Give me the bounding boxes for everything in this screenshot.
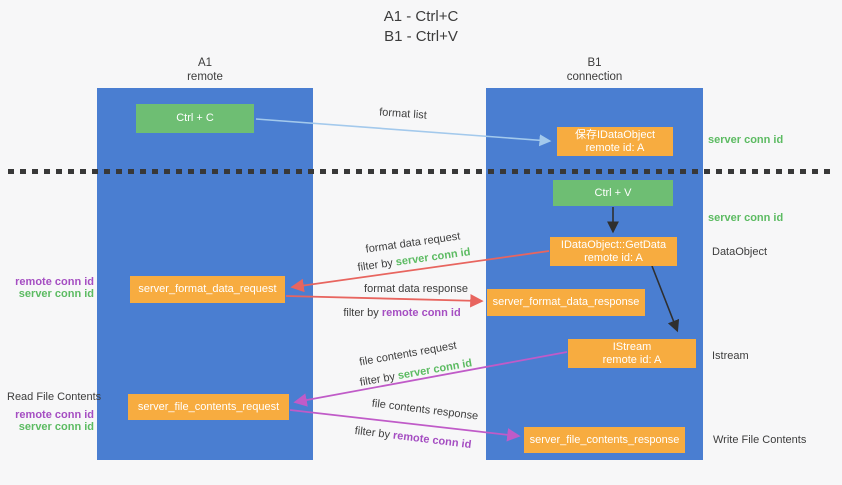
node-server-file-contents-response: server_file_contents_response bbox=[524, 427, 685, 453]
node-idataobject-getdata: IDataObject::GetData remote id: A bbox=[550, 237, 677, 266]
node-server-file-contents-request-label: server_file_contents_request bbox=[137, 400, 280, 413]
node-server-file-contents-response-label: server_file_contents_response bbox=[529, 433, 680, 446]
title-line-1: A1 - Ctrl+C bbox=[383, 8, 459, 25]
filter-by-text: filter by bbox=[356, 257, 394, 274]
left-remote-conn-id-1: remote conn id bbox=[15, 276, 94, 288]
left-remote-conn-id-2: remote conn id bbox=[15, 409, 94, 421]
label-format-data-response: format data response bbox=[364, 283, 468, 295]
filter-by-text: filter by bbox=[358, 370, 396, 389]
right-dataobject: DataObject bbox=[712, 246, 768, 258]
server-conn-id-text: server conn id bbox=[396, 357, 474, 383]
node-ctrl-v-label: Ctrl + V bbox=[594, 186, 632, 199]
left-server-conn-id-1: server conn id bbox=[18, 288, 94, 300]
section-divider bbox=[8, 169, 834, 174]
label-filter-by-remote-conn-id-1: filter by remote conn id bbox=[343, 307, 460, 319]
node-save-idataobject-line2: remote id: A bbox=[585, 141, 645, 154]
label-filter-by-remote-conn-id-2: filter by remote conn id bbox=[354, 425, 472, 451]
filter-by-text: filter by bbox=[354, 424, 391, 442]
right-server-conn-id-1: server conn id bbox=[708, 134, 784, 146]
node-getdata-line2: remote id: A bbox=[584, 251, 643, 264]
node-istream: IStream remote id: A bbox=[568, 339, 696, 368]
node-istream-line1: IStream bbox=[612, 340, 652, 353]
remote-conn-id-text: remote conn id bbox=[392, 429, 472, 452]
node-ctrl-c-label: Ctrl + C bbox=[176, 112, 214, 124]
node-ctrl-c: Ctrl + C bbox=[136, 104, 254, 133]
node-save-idataobject-line1: 保存IDataObject bbox=[574, 128, 656, 141]
node-ctrl-v: Ctrl + V bbox=[553, 180, 673, 206]
node-istream-line2: remote id: A bbox=[602, 353, 662, 366]
title-line-2: B1 - Ctrl+V bbox=[384, 28, 458, 45]
right-istream: Istream bbox=[712, 350, 749, 362]
lane-a1-title: A1 bbox=[197, 57, 213, 69]
node-server-format-data-response-label: server_format_data_response bbox=[492, 296, 640, 308]
lane-b1-title: B1 bbox=[587, 57, 602, 69]
label-format-list: format list bbox=[378, 106, 428, 122]
lane-a1-subtitle: remote bbox=[187, 71, 223, 83]
left-read-file-contents: Read File Contents bbox=[7, 391, 102, 403]
lane-header-a1: A1 remote bbox=[97, 56, 313, 84]
lane-b1-subtitle: connection bbox=[566, 71, 623, 83]
label-file-contents-response: file contents response bbox=[371, 397, 479, 423]
arrow-format-data-response bbox=[285, 293, 484, 308]
diagram-title: A1 - Ctrl+C B1 - Ctrl+V bbox=[0, 7, 842, 47]
lane-header-b1: B1 connection bbox=[486, 56, 703, 84]
filter-by-text: filter by bbox=[343, 307, 379, 319]
node-save-idataobject: 保存IDataObject remote id: A bbox=[557, 127, 673, 156]
remote-conn-id-text: remote conn id bbox=[381, 307, 461, 319]
right-write-file-contents: Write File Contents bbox=[713, 434, 807, 446]
left-server-conn-id-2: server conn id bbox=[18, 421, 94, 433]
node-server-format-data-request: server_format_data_request bbox=[130, 276, 285, 303]
node-server-format-data-request-label: server_format_data_request bbox=[138, 283, 277, 295]
right-server-conn-id-2: server conn id bbox=[708, 212, 784, 224]
node-server-format-data-response: server_format_data_response bbox=[487, 289, 645, 316]
node-server-file-contents-request: server_file_contents_request bbox=[128, 394, 289, 420]
node-getdata-line1: IDataObject::GetData bbox=[560, 238, 667, 251]
